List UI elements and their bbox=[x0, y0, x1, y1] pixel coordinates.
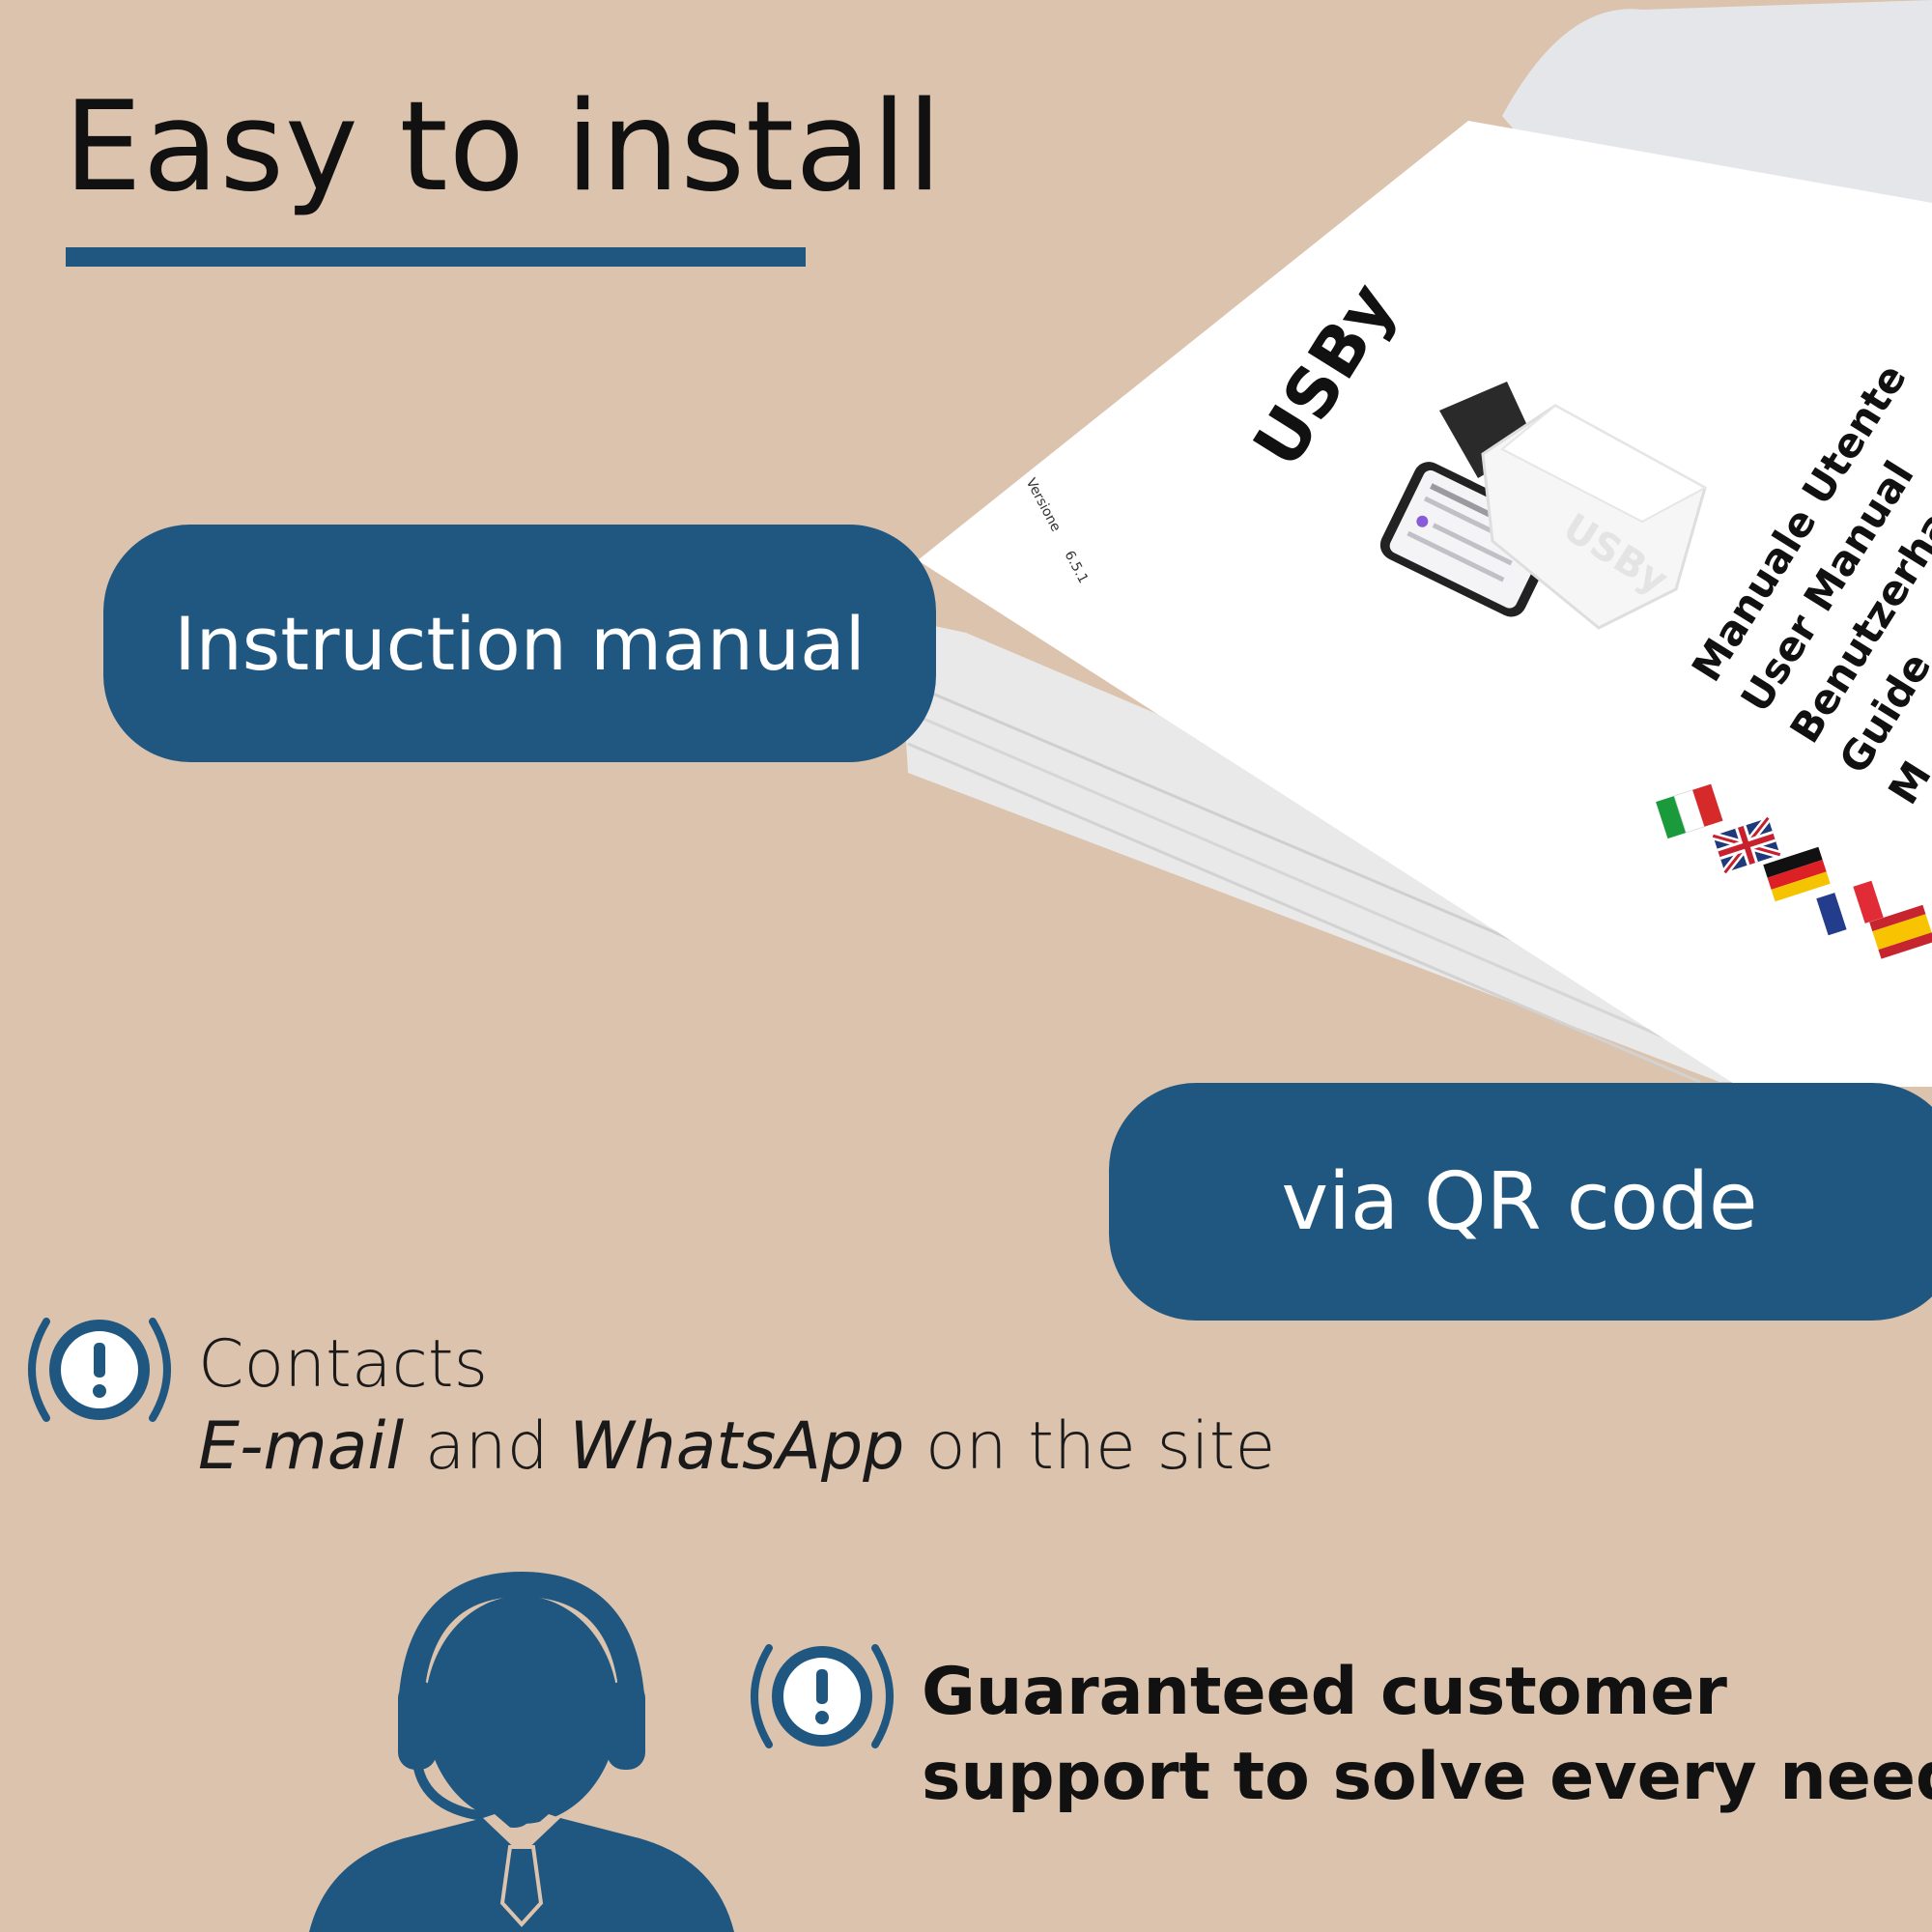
flag-spain-icon bbox=[1869, 904, 1932, 959]
page-title: Easy to install bbox=[64, 75, 943, 219]
support-agent-icon bbox=[309, 1571, 734, 1932]
exclamation-alert-icon bbox=[751, 1644, 894, 1748]
book-cover-page bbox=[918, 121, 1932, 1087]
title-underline bbox=[66, 247, 806, 267]
support-info: Guaranteed customer support to solve eve… bbox=[922, 1650, 1932, 1821]
flag-uk-icon bbox=[1712, 815, 1781, 875]
flag-france-icon bbox=[1816, 880, 1884, 936]
flag-germany-icon bbox=[1763, 846, 1831, 902]
support-line-1: Guaranteed customer bbox=[922, 1654, 1727, 1730]
exclamation-alert-icon bbox=[28, 1318, 171, 1422]
qr-code-badge: via QR code bbox=[1109, 1083, 1932, 1321]
site-label: on the site bbox=[904, 1408, 1276, 1485]
phone-image bbox=[1379, 462, 1560, 617]
contacts-heading: Contacts bbox=[198, 1326, 488, 1403]
whatsapp-label: WhatsApp bbox=[569, 1408, 905, 1485]
qr-code-label: via QR code bbox=[1281, 1155, 1758, 1248]
support-line-2: support to solve every need bbox=[922, 1739, 1932, 1816]
instruction-manual-badge: Instruction manual bbox=[103, 525, 936, 762]
contacts-details: E-mail and WhatsApp on the site bbox=[198, 1406, 1275, 1488]
email-label: E-mail bbox=[198, 1408, 405, 1485]
and-label: and bbox=[404, 1408, 570, 1485]
usby-device-image: USBy bbox=[1439, 382, 1708, 630]
instruction-manual-label: Instruction manual bbox=[174, 600, 866, 687]
contacts-info: Contacts E-mail and WhatsApp on the site bbox=[198, 1323, 1275, 1488]
flag-italy-icon bbox=[1656, 783, 1723, 839]
